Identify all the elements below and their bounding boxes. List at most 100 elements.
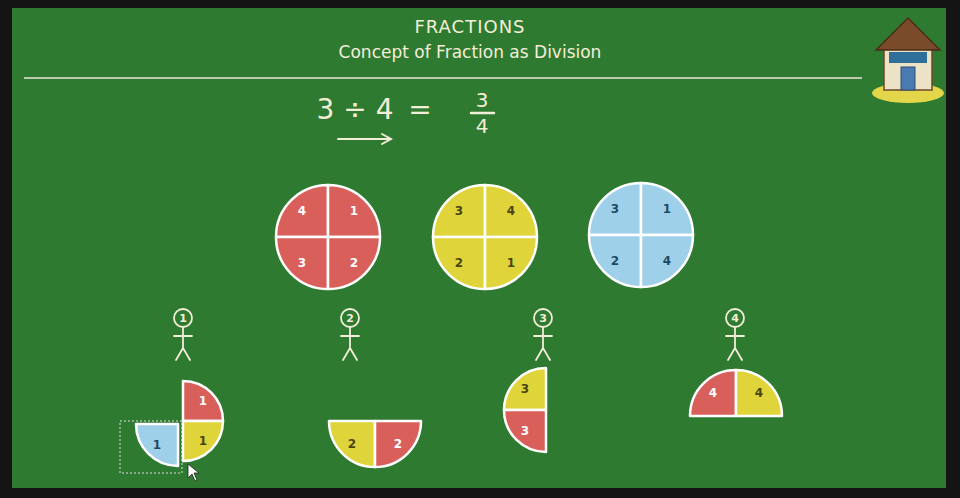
head-circle [174, 309, 192, 327]
logo-house [872, 18, 944, 103]
piece-number: 4 [298, 205, 306, 217]
piece-shape [641, 235, 693, 287]
fraction-piece: 2 [328, 237, 380, 289]
piece-shape [328, 185, 380, 237]
head-circle [726, 309, 744, 327]
piece-shape [375, 421, 421, 467]
piece-number: 3 [455, 205, 463, 217]
piece-number: 4 [709, 387, 717, 399]
piece-number: 1 [199, 435, 207, 447]
piece-number: 3 [521, 383, 529, 395]
piece-number: 1 [153, 439, 161, 451]
header-rule [24, 77, 862, 79]
person-head: 2 [340, 308, 360, 328]
piece-number: 3 [521, 425, 529, 437]
chalkboard [12, 8, 946, 488]
piece-number: 4 [755, 387, 763, 399]
piece-shape [641, 183, 693, 235]
piece-number: 4 [507, 205, 515, 217]
label-holder: 3 [476, 90, 489, 110]
piece-shape [736, 370, 782, 416]
piece-shape [504, 368, 546, 410]
fraction-piece: 3 [504, 368, 546, 410]
arrow-head [382, 134, 391, 144]
piece-number: 1 [507, 257, 515, 269]
piece-shape [329, 421, 375, 467]
piece-number: 2 [350, 257, 358, 269]
logo-wall [884, 46, 932, 90]
selection-box [120, 421, 182, 473]
fraction-piece: 4 [485, 185, 537, 237]
equation-text: 4 [476, 116, 489, 136]
stick-body [341, 328, 359, 360]
logo-door [901, 67, 915, 90]
fraction-piece: 4 [276, 185, 328, 237]
piece-shape [485, 237, 537, 289]
person-head: 3 [533, 308, 553, 328]
stick-bodies [174, 328, 744, 360]
label-holder: 3 ÷ 4 [317, 96, 394, 124]
fraction-piece: 1 [183, 381, 223, 421]
subtitle: Concept of Fraction as Division [339, 44, 602, 61]
fraction-piece: 3 [504, 410, 546, 452]
person-head: 4 [725, 308, 745, 328]
fraction-piece: 1 [641, 183, 693, 235]
fraction-piece: 4 [641, 235, 693, 287]
piece-shape [183, 381, 223, 421]
fraction-piece: 2 [433, 237, 485, 289]
stick-body [534, 328, 552, 360]
stick-body [726, 328, 744, 360]
logo-roof [876, 18, 940, 50]
piece-number: 2 [394, 438, 402, 450]
piece-number: 4 [663, 255, 671, 267]
label-holder: 4 [476, 116, 489, 136]
fraction-piece: 1 [136, 424, 178, 466]
piece-shape [276, 185, 328, 237]
mouse-cursor [188, 464, 199, 481]
person-number: 1 [179, 313, 187, 324]
fraction-piece: 4 [690, 370, 736, 416]
piece-number: 2 [348, 438, 356, 450]
piece-number: 1 [199, 395, 207, 407]
person-head: 1 [173, 308, 193, 328]
piece-shape [276, 237, 328, 289]
piece-number: 3 [298, 257, 306, 269]
head-circle [341, 309, 359, 327]
title-holder: FRACTIONS [414, 18, 525, 36]
piece-number: 2 [455, 257, 463, 269]
piece-shape [136, 424, 178, 466]
logo-sign [889, 52, 927, 63]
piece-shape [328, 237, 380, 289]
fraction-piece: 2 [329, 421, 375, 467]
piece-number: 3 [611, 203, 619, 215]
equation-text: 3 [476, 90, 489, 110]
fraction-piece: 4 [736, 370, 782, 416]
arrow-shaft [338, 138, 390, 140]
equation-text: 3 ÷ 4 [317, 96, 394, 124]
direction-arrow [338, 134, 391, 144]
fraction-piece: 1 [485, 237, 537, 289]
fraction-piece: 3 [276, 237, 328, 289]
piece-shape [504, 410, 546, 452]
head-circle [534, 309, 552, 327]
stick-body [174, 328, 192, 360]
fraction-piece: 2 [589, 235, 641, 287]
person-number: 4 [731, 313, 739, 324]
piece-number: 1 [663, 203, 671, 215]
piece-shape [433, 185, 485, 237]
fraction-bar [471, 112, 494, 115]
fraction-piece: 2 [375, 421, 421, 467]
equation-text: = [408, 96, 431, 124]
piece-shape [589, 183, 641, 235]
fraction-piece: 3 [433, 185, 485, 237]
label-holder: = [408, 96, 431, 124]
person-number: 2 [346, 313, 354, 324]
fraction-piece: 3 [589, 183, 641, 235]
label-holder: Concept of Fraction as Division [339, 44, 602, 61]
person-number: 3 [539, 313, 547, 324]
piece-number: 2 [611, 255, 619, 267]
fraction-piece: 1 [183, 421, 223, 461]
